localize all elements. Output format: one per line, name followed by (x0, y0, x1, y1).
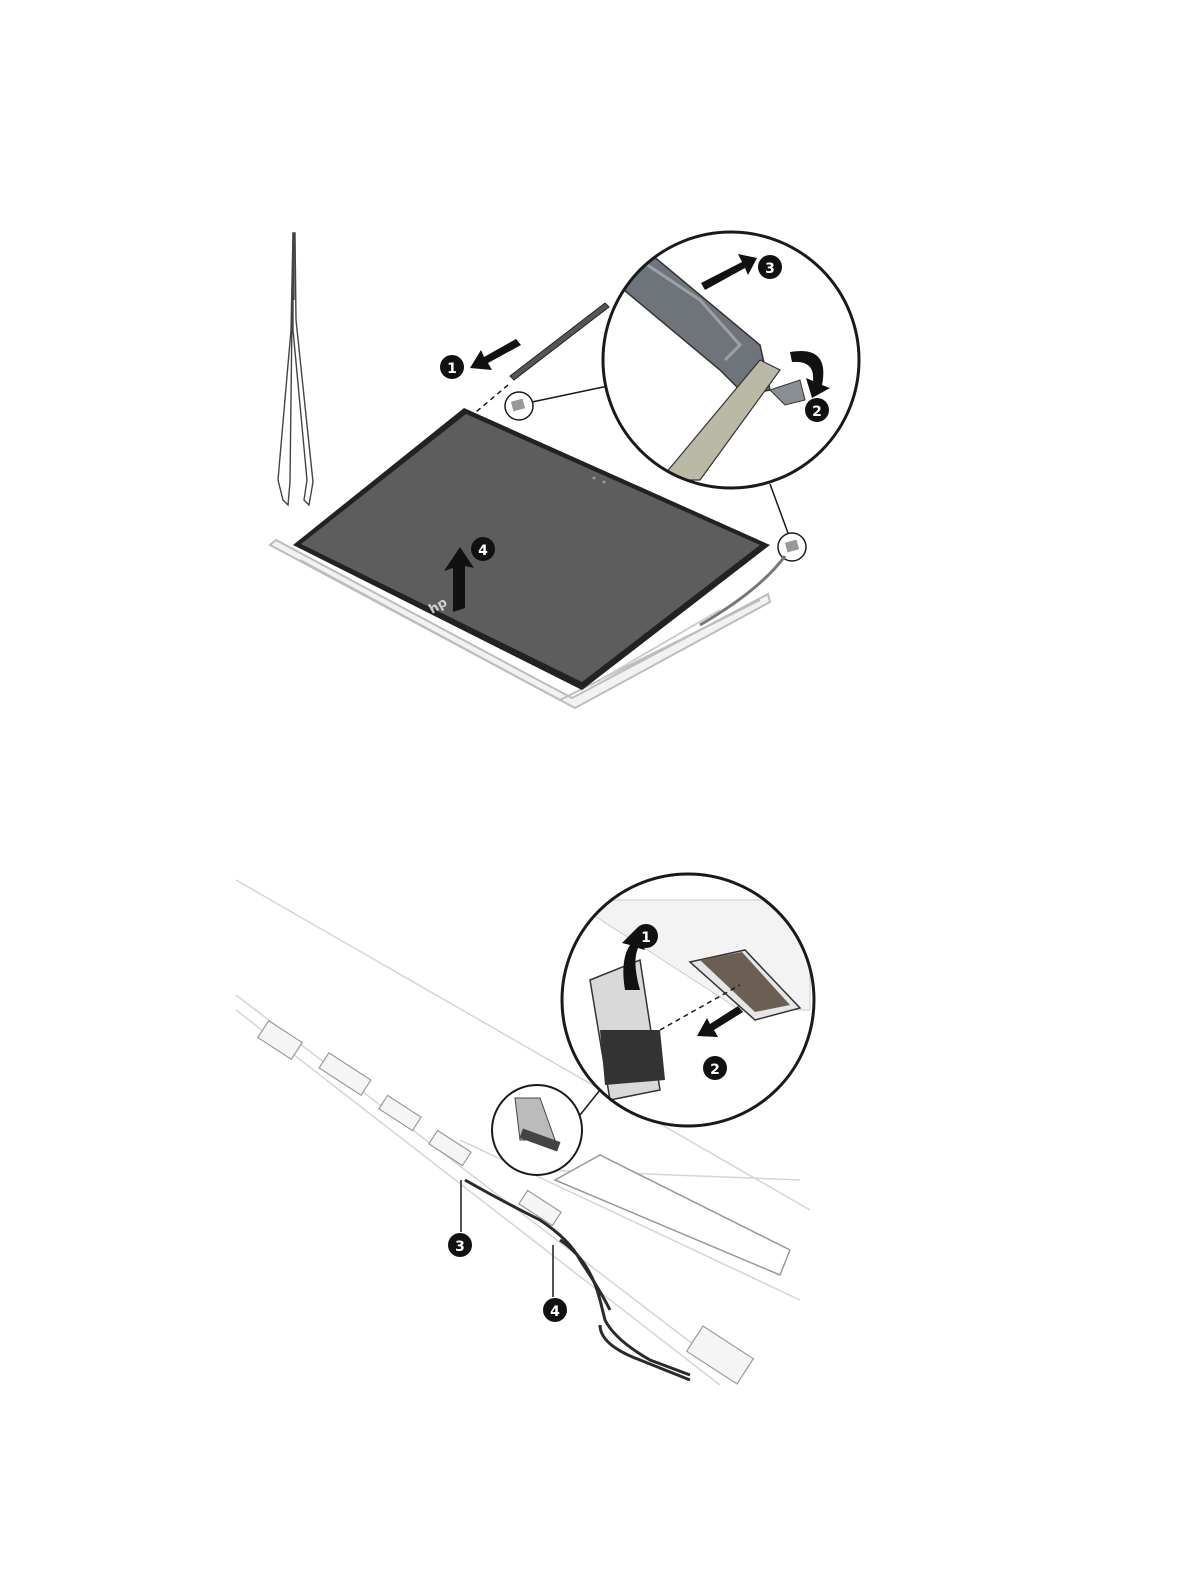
detail-view-tab-removal (600, 232, 859, 488)
svg-text:2: 2 (710, 1062, 720, 1078)
tweezers-tool (278, 233, 313, 505)
svg-text:1: 1 (641, 930, 651, 946)
figure-display-panel-removal: hp 1 2 (0, 0, 1189, 760)
callout-1: 1 (634, 924, 658, 948)
callout-2: 2 (703, 1056, 727, 1080)
callout-3: 3 (448, 1233, 472, 1257)
callout-4: 4 (471, 537, 495, 561)
svg-text:3: 3 (455, 1239, 465, 1255)
callout-4: 4 (543, 1298, 567, 1322)
dashed-guide (476, 385, 508, 412)
insulator-pad (555, 1155, 790, 1275)
svg-text:4: 4 (550, 1304, 560, 1320)
arrow-slide-left-icon (470, 339, 521, 370)
svg-text:2: 2 (812, 404, 822, 420)
callout-1: 1 (440, 355, 464, 379)
svg-text:1: 1 (447, 361, 457, 377)
callout-3: 3 (758, 255, 782, 279)
svg-text:4: 4 (478, 543, 488, 559)
stylus (510, 303, 609, 380)
svg-text:3: 3 (765, 261, 775, 277)
figure-display-cable-disconnect: 1 2 3 4 (0, 860, 1189, 1420)
callout-2: 2 (805, 398, 829, 422)
detail-view-connector (562, 874, 814, 1126)
